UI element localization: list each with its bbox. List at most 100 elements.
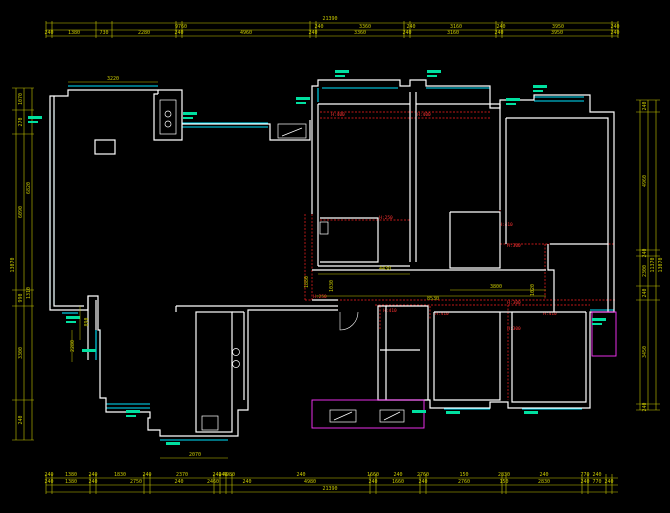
bottom-dim-row2: 770 (592, 479, 601, 485)
top-dim-row2: 240 (610, 30, 619, 36)
top-dim-row2: 3160 (447, 30, 459, 36)
bottom-total-dim: 21390 (322, 486, 337, 492)
beam-height-label: H:250 (313, 294, 327, 300)
beam-height-label: H:400 (331, 112, 345, 118)
bottom-dim-row2: 240 (580, 479, 589, 485)
top-dim-row1: 240 (406, 24, 415, 30)
bottom-dim-row2: 240 (242, 479, 251, 485)
bottom-dim-row1: 2830 (498, 472, 510, 478)
bottom-dim-row2: 240 (368, 479, 377, 485)
left-dim-col1: 1070 (18, 93, 24, 105)
right-dim-col1: 240 (642, 101, 648, 110)
top-dim-row2: 240 (402, 30, 411, 36)
walls (49, 79, 615, 437)
right-dim-col1: 240 (642, 288, 648, 297)
interior-dimension-texts: 3220 4430 1030 8530 3800 2070 1020 890 2280 1880 (70, 76, 536, 458)
bottom-dim-row1: 770 (580, 472, 589, 478)
bottom-dim-row1: 240 (44, 472, 53, 478)
top-dim-row1: 3950 (552, 24, 564, 30)
bottom-dim-row2: 240 (44, 479, 53, 485)
top-dim-row1: 240 (610, 24, 619, 30)
interior-dim: 3800 (490, 284, 502, 290)
bottom-dim-row1: 240 (393, 472, 402, 478)
top-total-dim: 21390 (322, 16, 337, 22)
interior-dim: 2070 (189, 452, 201, 458)
beam-height-label: H:250 (379, 215, 393, 221)
bottom-dim-row2: 240 (418, 479, 427, 485)
bottom-dim-row2: 2460 (207, 479, 219, 485)
beam-height-label: H:400 (417, 112, 431, 118)
bottom-dim-row2: 1380 (65, 479, 77, 485)
top-dim-row2: 3950 (551, 30, 563, 36)
window-tags (28, 70, 606, 445)
right-dim-col1: 3450 (642, 346, 648, 358)
bottom-dim-row1: 240 (592, 472, 601, 478)
top-dim-row1: 240 (496, 24, 505, 30)
top-dim-row2: 730 (99, 30, 108, 36)
top-dim-row2: 240 (44, 30, 53, 36)
interior-dim: 1020 (530, 284, 536, 296)
top-dim-row2: 240 (174, 30, 183, 36)
beam-height-label: H:300 (507, 300, 521, 306)
right-total-dim: 13070 (658, 257, 664, 272)
left-dim-col1: 240 (18, 415, 24, 424)
beam-height-label: H:300 (507, 243, 521, 249)
dimension-ticks (12, 21, 660, 494)
right-dim-col1: 240 (642, 248, 648, 257)
bottom-dim-row2: 2750 (130, 479, 142, 485)
right-dim-col1: 2300 (642, 265, 648, 277)
bottom-dim-row2: 1660 (392, 479, 404, 485)
dimension-lines (15, 22, 657, 493)
bottom-dim-row1: 1830 (114, 472, 126, 478)
beam-height-label: H:410 (435, 311, 449, 317)
bottom-dim-row1: 2370 (176, 472, 188, 478)
bottom-dim-row2: 240 (604, 479, 613, 485)
bottom-dim-row2: 2760 (458, 479, 470, 485)
fixture-symbols (159, 99, 405, 431)
top-dim-row1: 3360 (359, 24, 371, 30)
interior-dim: 4430 (379, 266, 391, 272)
beam-height-label: H:410 (543, 311, 557, 317)
beam-height-label: H:300 (507, 326, 521, 332)
left-dim-col2: 6820 (26, 182, 32, 194)
left-dim-col2: 1310 (26, 287, 32, 299)
bottom-dim-row1: 240 (88, 472, 97, 478)
bottom-dim-row1: 240 (539, 472, 548, 478)
top-dim-row2: 1380 (68, 30, 80, 36)
bottom-dim-row1: 240 (212, 472, 221, 478)
left-dim-col1: 3300 (18, 347, 24, 359)
right-dim-col1: 240 (642, 402, 648, 411)
top-dim-row1: 9760 (175, 24, 187, 30)
right-dim-col2: 11370 (650, 257, 656, 272)
interior-dim: 3220 (107, 76, 119, 82)
top-dim-row2: 2280 (138, 30, 150, 36)
interior-dim: 890 (84, 317, 90, 326)
left-dim-col1: 990 (18, 293, 24, 302)
bottom-dim-row1: 2760 (417, 472, 429, 478)
interior-dim: 8530 (427, 296, 439, 302)
top-dim-row2: 4960 (240, 30, 252, 36)
interior-dim: 2280 (70, 340, 76, 352)
bottom-dim-row1: 4980 (223, 472, 235, 478)
top-dim-row1: 3160 (450, 24, 462, 30)
top-dim-row2: 3360 (354, 30, 366, 36)
bottom-dim-row2: 2830 (538, 479, 550, 485)
door-swing (339, 311, 359, 331)
bottom-dim-row1: 240 (218, 472, 227, 478)
bottom-dim-row1: 240 (296, 472, 305, 478)
bottom-dim-row2: 4980 (304, 479, 316, 485)
right-dim-col1: 4960 (642, 175, 648, 187)
bottom-dim-row2: 150 (499, 479, 508, 485)
top-dim-row2: 240 (494, 30, 503, 36)
bottom-dim-row1: 150 (459, 472, 468, 478)
left-total-dim: 13070 (10, 257, 16, 272)
bottom-dim-row1: 240 (142, 472, 151, 478)
interior-dim: 1880 (304, 276, 310, 288)
beam-height-label: H:410 (383, 308, 397, 314)
bottom-dim-row1: 1660 (367, 472, 379, 478)
top-dim-row2: 240 (308, 30, 317, 36)
interior-dim: 1030 (329, 280, 335, 292)
top-dim-row1: 240 (314, 24, 323, 30)
